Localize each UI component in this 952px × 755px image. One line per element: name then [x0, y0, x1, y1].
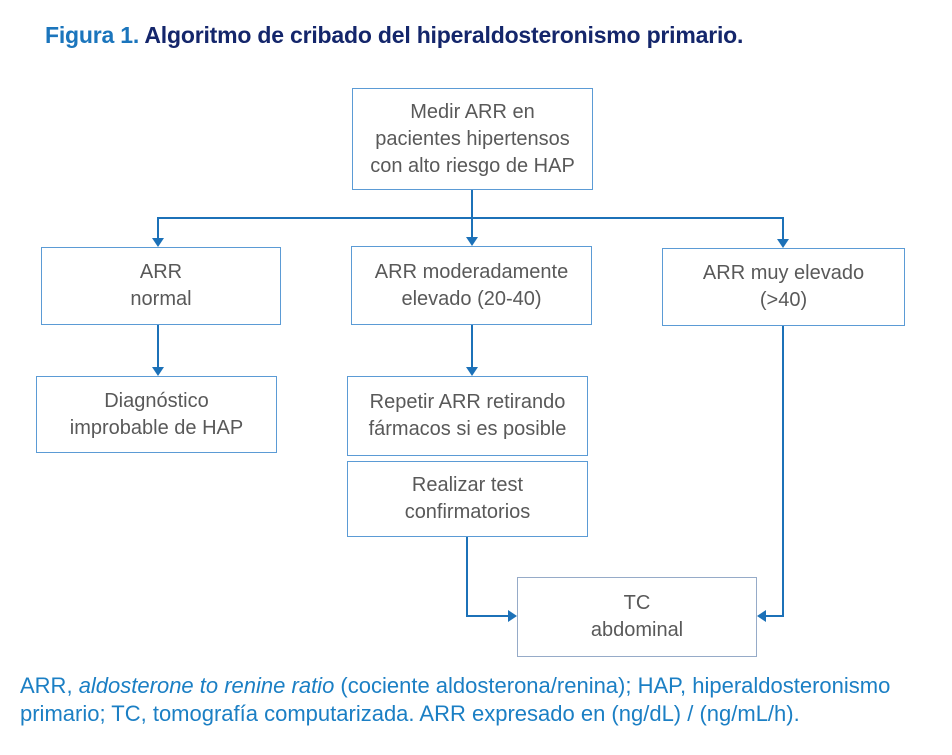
node-repetir-arr: Repetir ARR retirando fármacos si es pos…: [347, 376, 588, 456]
figure-title-prefix: Figura 1.: [45, 22, 140, 48]
arrow-right-tc-icon: [508, 610, 517, 622]
connector-branch-horizontal: [157, 217, 784, 219]
node-text-line: Realizar test: [411, 474, 524, 496]
footnote-text: primario; TC, tomografía computarizada. …: [20, 701, 800, 726]
node-text-line: confirmatorios: [404, 501, 531, 523]
node-text-line: ARR moderadamente: [374, 260, 569, 283]
connector-muy-tc-horizontal: [766, 615, 784, 617]
connector-medir-down: [471, 190, 473, 238]
node-text-line: improbable de HAP: [69, 416, 244, 439]
node-arr-muy-elevado: ARR muy elevado (>40): [662, 248, 905, 326]
node-text-line: pacientes hipertensos: [375, 127, 570, 150]
node-text-line: elevado (20-40): [401, 287, 542, 310]
connector-realizar-tc-horizontal: [466, 615, 509, 617]
node-text-line: con alto riesgo de HAP: [370, 154, 575, 177]
node-text-line: normal: [130, 288, 192, 310]
node-text-line: TC: [623, 592, 651, 614]
arrow-down-arr-normal-icon: [152, 238, 164, 247]
arrow-down-arr-muy-icon: [777, 239, 789, 248]
node-tc-abdominal: TC abdominal: [517, 577, 757, 657]
connector-normal-to-diag: [157, 325, 159, 367]
footnote-italic-text: aldosterone to renine ratio: [78, 673, 335, 698]
connector-branch-left-drop: [157, 217, 159, 238]
node-text-line: (>40): [759, 289, 808, 311]
node-text-line: ARR muy elevado: [702, 262, 865, 284]
node-realizar-test: Realizar test confirmatorios: [347, 461, 588, 537]
node-text-line: Diagnóstico: [104, 389, 209, 412]
arrow-down-repetir-icon: [466, 367, 478, 376]
node-text-line: fármacos si es posible: [368, 418, 567, 440]
footnote-text: ARR,: [20, 673, 79, 698]
connector-realizar-tc-vertical: [466, 537, 468, 617]
node-text-line: Repetir ARR retirando: [369, 391, 566, 413]
node-diagnostico-improbable: Diagnóstico improbable de HAP: [36, 376, 277, 453]
footnote-text: (cociente aldosterona/renina); HAP, hipe…: [334, 673, 891, 698]
node-medir-arr: Medir ARR en pacientes hipertensos con a…: [352, 88, 593, 190]
arrow-down-arr-moderado-icon: [466, 237, 478, 246]
connector-muy-tc-vertical: [782, 326, 784, 617]
node-text-line: ARR: [139, 261, 183, 283]
connector-branch-right-drop: [782, 217, 784, 239]
arrow-down-diagnostico-icon: [152, 367, 164, 376]
figure-footnote: ARR, aldosterone to renine ratio (cocien…: [20, 672, 950, 728]
figure-title-text: Algoritmo de cribado del hiperaldosteron…: [139, 22, 744, 48]
node-text-line: abdominal: [590, 619, 684, 641]
node-arr-moderadamente-elevado: ARR moderadamente elevado (20-40): [351, 246, 592, 325]
arrow-left-tc-icon: [757, 610, 766, 622]
node-text-line: Medir ARR en: [410, 100, 535, 123]
figure-title: Figura 1. Algoritmo de cribado del hiper…: [45, 22, 743, 49]
connector-moderado-to-repetir: [471, 325, 473, 367]
node-arr-normal: ARR normal: [41, 247, 281, 325]
